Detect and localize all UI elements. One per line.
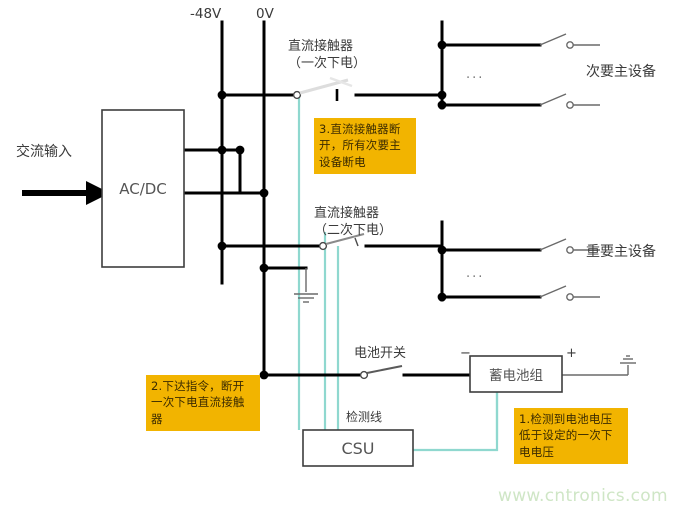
junction-minus48-secondary xyxy=(217,241,227,251)
battery-minus-terminal-label: − xyxy=(460,346,471,361)
thin-wires xyxy=(294,33,636,376)
callout-3: 3.直流接触器断 开，所有次要主 设备断电 xyxy=(314,118,416,174)
power-wires xyxy=(182,20,542,377)
switch-blade-important-1 xyxy=(539,238,567,251)
battery-switch-blade xyxy=(366,365,403,374)
switch-blade-secondary-1 xyxy=(539,33,567,46)
battery-plus-terminal-label: + xyxy=(566,346,577,361)
battery-switch-pivot xyxy=(359,370,369,380)
acdc-box xyxy=(101,109,185,268)
contactor-symbols xyxy=(292,76,403,380)
callout-2: 2.下达指令，断开 一次下电直流接触 器 xyxy=(146,375,260,431)
secondary-main-equipment-label: 次要主设备 xyxy=(586,64,656,80)
ellipsis-secondary-equipment: ... xyxy=(466,67,485,82)
junction-bus-secondary-mid xyxy=(437,90,447,100)
battery-label: 蓄电池组 xyxy=(489,368,543,384)
secondary-contactor-pivot xyxy=(318,241,328,251)
junction-0v-ground xyxy=(259,263,269,273)
csu-label: CSU xyxy=(341,438,375,458)
switch-blade-secondary-2 xyxy=(539,93,567,106)
watermark: www.cntronics.com xyxy=(498,486,668,506)
ellipsis-important-equipment: ... xyxy=(466,266,485,281)
control-line-csu-to-battery xyxy=(412,372,499,452)
primary-contactor-arrow xyxy=(329,76,353,88)
junction-dots xyxy=(217,40,447,380)
contactor-secondary-label: 直流接触器 （二次下电） xyxy=(314,206,393,239)
switch-pivot-secondary-1 xyxy=(566,41,574,49)
switch-pivot-important-1 xyxy=(566,246,574,254)
secondary-contactor-tip xyxy=(354,237,359,247)
junction-0v-battery xyxy=(259,370,269,380)
ac-input-arrow xyxy=(22,181,110,205)
junction-0v-acdc xyxy=(259,188,269,198)
switch-pivot-important-2 xyxy=(566,293,574,301)
detect-line-label: 检测线 xyxy=(346,410,383,424)
battery-switch-label: 电池开关 xyxy=(354,346,407,361)
callout-1: 1.检测到电池电压 低于设定的一次下 电电压 xyxy=(514,408,628,464)
acdc-label: AC/DC xyxy=(119,179,167,198)
ac-input-label: 交流输入 xyxy=(16,144,72,160)
contactor-primary-label: 直流接触器 （一次下电） xyxy=(288,39,367,72)
secondary-contactor-blade xyxy=(325,233,365,245)
csu-box xyxy=(302,429,414,467)
junction-bus-important-1 xyxy=(437,245,447,255)
junction-acdc-tap xyxy=(235,145,245,155)
primary-contactor-pivot xyxy=(292,90,302,100)
junction-bus-important-2 xyxy=(437,292,447,302)
rail-label-minus48v: -48V xyxy=(190,6,222,22)
junction-minus48-primary xyxy=(217,90,227,100)
switch-blade-important-2 xyxy=(539,285,567,298)
important-main-equipment-label: 重要主设备 xyxy=(586,244,656,260)
switch-pivot-secondary-2 xyxy=(566,101,574,109)
component-boxes xyxy=(101,109,563,467)
rail-label-0v: 0V xyxy=(256,6,274,22)
junction-minus48-acdc xyxy=(217,145,227,155)
junction-bus-secondary-1 xyxy=(437,40,447,50)
battery-box xyxy=(469,355,563,393)
junction-bus-secondary-2 xyxy=(437,100,447,110)
